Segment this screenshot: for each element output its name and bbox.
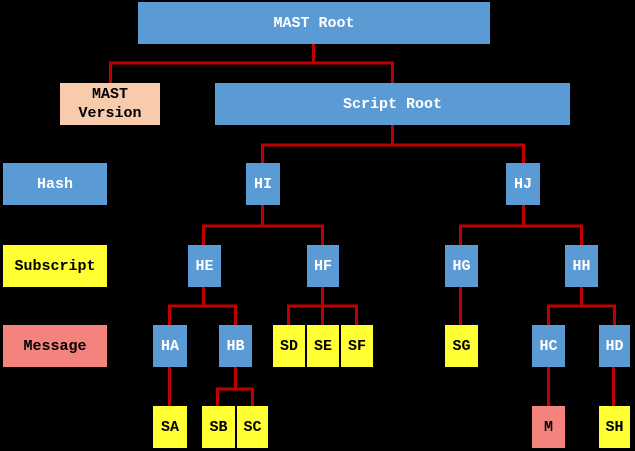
node-mast-version: MAST Version (60, 83, 160, 125)
legend-message: Message (3, 325, 107, 367)
node-he: HE (188, 245, 221, 287)
legend-hash: Hash (3, 163, 107, 205)
node-hf: HF (307, 245, 339, 287)
node-hc: HC (532, 325, 565, 367)
node-sb: SB (202, 406, 235, 448)
node-sa: SA (153, 406, 187, 448)
node-sf: SF (341, 325, 373, 367)
node-script-root: Script Root (215, 83, 570, 125)
node-sh: SH (599, 406, 630, 448)
node-sd: SD (273, 325, 305, 367)
node-hd: HD (599, 325, 630, 367)
node-hh: HH (565, 245, 598, 287)
node-hj: HJ (506, 163, 540, 205)
node-se: SE (307, 325, 339, 367)
legend-subscript: Subscript (3, 245, 107, 287)
node-hg: HG (445, 245, 478, 287)
node-sg: SG (445, 325, 478, 367)
node-mast-root: MAST Root (138, 2, 490, 44)
node-hi: HI (246, 163, 280, 205)
node-m: M (532, 406, 565, 448)
node-ha: HA (153, 325, 187, 367)
node-sc: SC (237, 406, 268, 448)
connector-lines (109, 43, 616, 406)
node-hb: HB (219, 325, 252, 367)
